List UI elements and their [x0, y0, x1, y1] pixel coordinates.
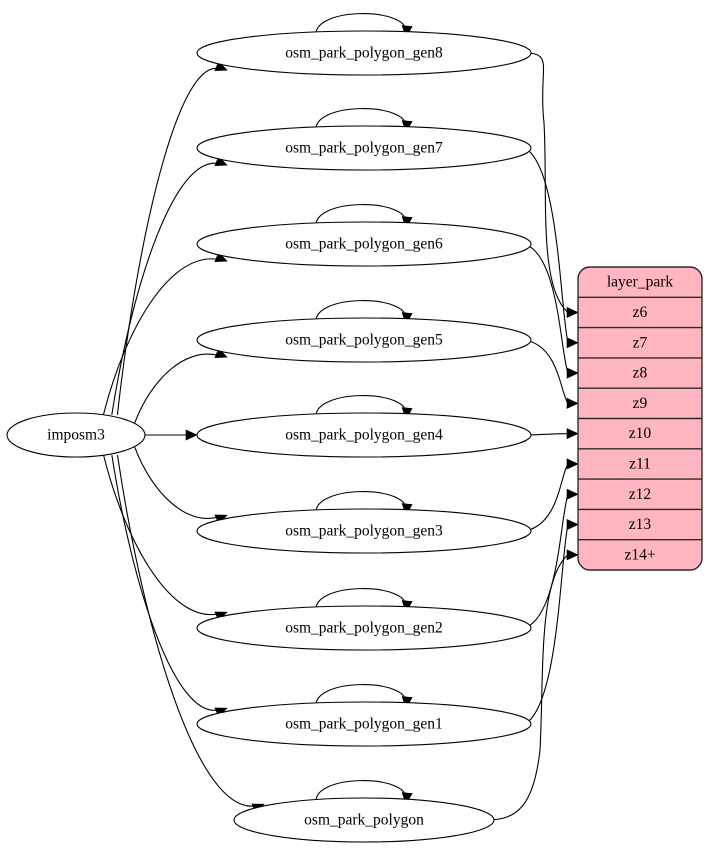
self-loop-base — [315, 780, 407, 803]
arrowhead — [566, 488, 579, 500]
arrowhead — [185, 429, 198, 441]
self-loop-gen2 — [315, 588, 407, 611]
node-gen7[interactable]: osm_park_polygon_gen7 — [196, 125, 532, 171]
arrowhead — [566, 337, 579, 349]
edge-imposm3-to-gen7 — [111, 162, 220, 415]
edge-imposm3-to-gen2 — [103, 455, 220, 616]
node-label: osm_park_polygon_gen8 — [285, 45, 443, 62]
node-shape — [196, 125, 532, 171]
edge-base-to-z14p — [487, 554, 569, 821]
self-loop-gen8 — [315, 13, 407, 36]
node-shape — [196, 221, 532, 267]
edge-gen5-to-z9 — [524, 339, 569, 404]
record-row-z8[interactable]: z8 — [633, 365, 648, 382]
node-shape — [196, 605, 532, 651]
arrowhead — [566, 519, 579, 531]
node-label: osm_park_polygon_gen1 — [285, 716, 443, 733]
self-loop-gen7 — [315, 108, 407, 131]
edge-gen7-to-z7 — [524, 147, 569, 343]
node-gen1[interactable]: osm_park_polygon_gen1 — [196, 701, 532, 747]
edge-group-tables-to-record — [487, 52, 579, 821]
node-label: osm_park_polygon_gen5 — [285, 332, 443, 349]
self-loop-gen4 — [315, 395, 407, 418]
record-row-title[interactable]: layer_park — [607, 274, 674, 291]
node-shape — [233, 797, 495, 843]
node-gen2[interactable]: osm_park_polygon_gen2 — [196, 605, 532, 651]
edge-gen6-to-z8 — [524, 243, 569, 374]
node-shape — [196, 30, 532, 76]
self-loop-gen5 — [315, 300, 407, 323]
edge-imposm3-to-gen3 — [134, 446, 220, 519]
record-node-layer-park: layer_park z6 z7 z8 z9 z10 z11 z12 z13 z14+ — [577, 266, 703, 571]
node-shape — [196, 317, 532, 363]
node-shape — [196, 508, 532, 554]
self-loop-gen6 — [315, 204, 407, 227]
edge-imposm3-to-gen6 — [102, 258, 220, 415]
edge-gen1-to-z13 — [524, 524, 569, 725]
node-gen5[interactable]: osm_park_polygon_gen5 — [196, 317, 532, 363]
node-shape — [196, 701, 532, 747]
self-loop-gen3 — [315, 491, 407, 514]
record-row-z9[interactable]: z9 — [633, 395, 648, 412]
record-row-z14p[interactable]: z14+ — [624, 546, 655, 563]
arrowhead — [566, 549, 579, 561]
node-shape — [6, 412, 146, 458]
node-label: imposm3 — [47, 427, 105, 444]
arrowhead — [566, 397, 579, 409]
edge-group-source-to-tables — [102, 60, 265, 814]
arrowhead — [566, 458, 579, 470]
record-row-z12[interactable]: z12 — [629, 486, 651, 503]
node-label: osm_park_polygon_gen6 — [285, 236, 443, 253]
node-base[interactable]: osm_park_polygon — [233, 797, 495, 843]
arrowhead — [566, 428, 579, 440]
arrowhead — [566, 306, 579, 318]
edge-imposm3-to-gen5 — [134, 353, 220, 424]
node-gen8[interactable]: osm_park_polygon_gen8 — [196, 30, 532, 76]
edge-imposm3-to-base — [116, 455, 257, 807]
record-row-z10[interactable]: z10 — [629, 425, 652, 442]
edge-gen8-to-z6 — [524, 52, 569, 313]
node-label: osm_park_polygon_gen7 — [285, 140, 443, 157]
edge-imposm3-to-gen1 — [111, 455, 220, 711]
edge-imposm3-to-gen8 — [116, 68, 220, 415]
arrowhead — [566, 367, 579, 379]
self-loop-gen1 — [315, 684, 407, 707]
node-label: osm_park_polygon_gen3 — [285, 523, 443, 540]
record-row-z7[interactable]: z7 — [633, 334, 648, 351]
node-imposm3[interactable]: imposm3 — [6, 412, 146, 458]
node-group-tables: imposm3 osm_park_polygon_gen8 osm_park_pol… — [6, 30, 532, 843]
record-row-z6[interactable]: z6 — [633, 304, 648, 321]
node-label: osm_park_polygon_gen4 — [285, 427, 443, 444]
edge-gen3-to-z11 — [524, 463, 569, 532]
node-shape — [196, 412, 532, 458]
node-gen4[interactable]: osm_park_polygon_gen4 — [196, 412, 532, 458]
record-row-z13[interactable]: z13 — [629, 516, 652, 533]
node-gen6[interactable]: osm_park_polygon_gen6 — [196, 221, 532, 267]
record-row-z11[interactable]: z11 — [629, 456, 651, 473]
edge-gen2-to-z12 — [524, 494, 569, 629]
node-label: osm_park_polygon_gen2 — [285, 620, 443, 637]
node-label: osm_park_polygon — [304, 812, 424, 829]
node-gen3[interactable]: osm_park_polygon_gen3 — [196, 508, 532, 554]
